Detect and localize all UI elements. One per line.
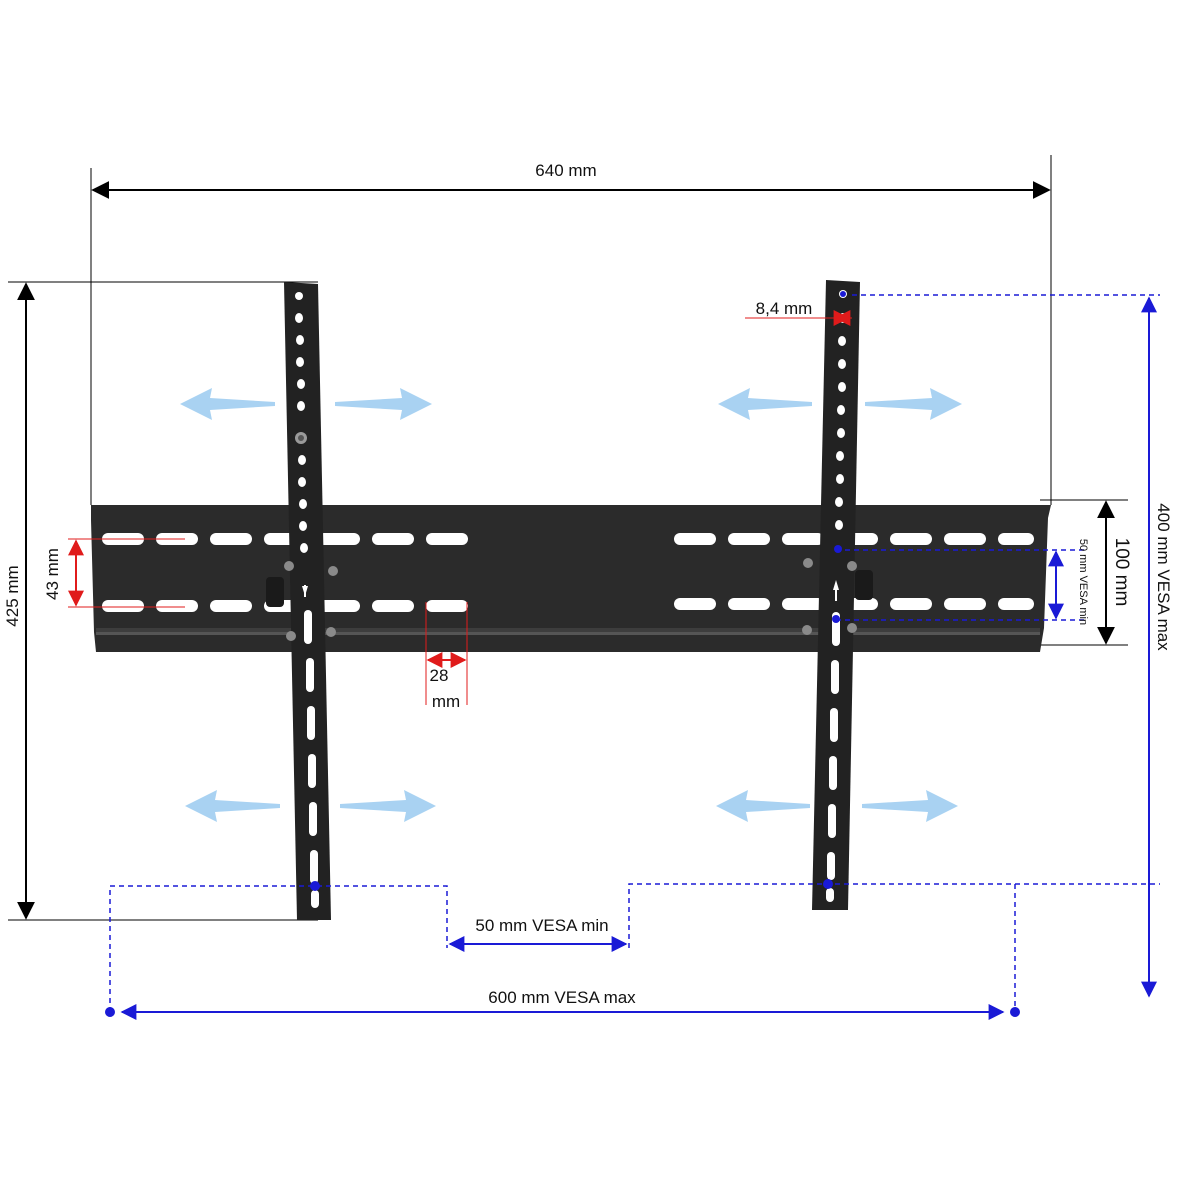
red-dimensions: [68, 310, 852, 705]
arm-holes: [295, 292, 319, 908]
right-arrow-icon: [862, 790, 958, 822]
arm-holes: [826, 290, 847, 902]
wall-rail: [91, 505, 1051, 652]
width-label: 640 mm: [535, 161, 596, 180]
vesa-min-vertical-label: 50 mm VESA min: [1077, 539, 1089, 625]
right-arrow-icon: [340, 790, 436, 822]
hole-size-label: 8,4 mm: [756, 299, 813, 318]
vesa-max-vertical-label: 400 mm VESA max: [1154, 503, 1173, 651]
left-arrow-icon: [185, 790, 280, 822]
slot-width-value-label: 28: [430, 666, 449, 685]
left-arrow-icon: [718, 388, 812, 420]
rail-height-label: 100 mm: [1111, 538, 1132, 607]
vesa-points: [105, 291, 1020, 1017]
extension-lines: [8, 155, 1128, 921]
left-arrow-icon: [716, 790, 810, 822]
vesa-max-horizontal-label: 600 mm VESA max: [488, 988, 636, 1007]
black-dimensions: [17, 181, 1115, 920]
left-arrow-icon: [180, 388, 275, 420]
left-vertical-arm: [266, 282, 338, 920]
adjustment-arrows: [180, 388, 962, 822]
slot-width-unit-label: mm: [432, 692, 460, 711]
slot-height-label: 43 mm: [43, 548, 62, 600]
vesa-min-horizontal-label: 50 mm VESA min: [475, 916, 608, 935]
right-arrow-icon: [335, 388, 432, 420]
right-arrow-icon: [865, 388, 962, 420]
height-label: 425 mm: [3, 565, 22, 626]
vesa-dimensions: [105, 291, 1160, 1020]
right-vertical-arm: [802, 280, 873, 910]
rail-slots: [102, 533, 1034, 612]
